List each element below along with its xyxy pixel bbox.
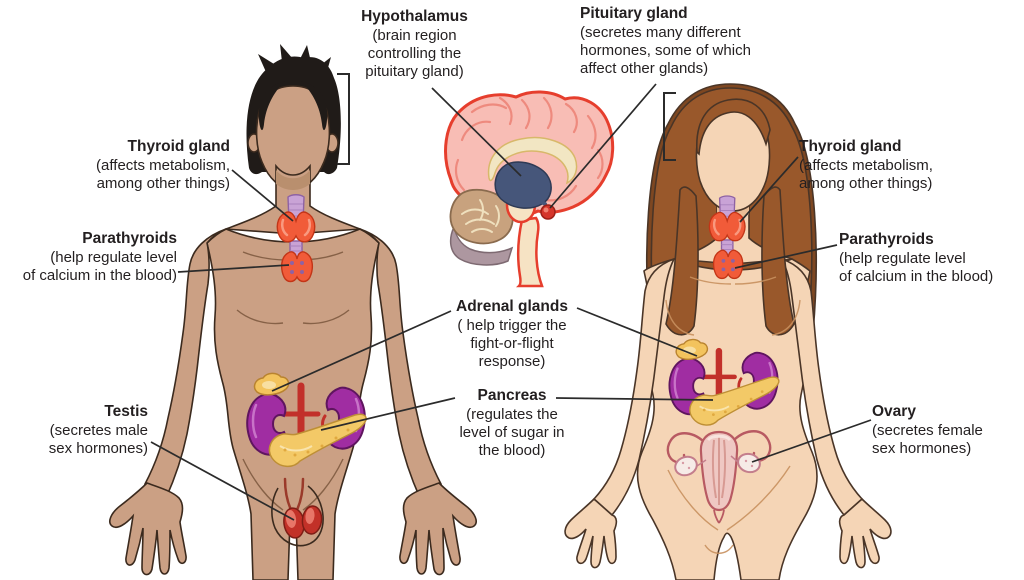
parathyroids-right-desc: (help regulate level of calcium in the b… [839,250,994,285]
testis-label: Testis (secretes male sex hormones) [26,403,148,458]
pancreas-left-line [320,397,456,431]
ovary-title: Ovary [872,403,916,420]
pituitary-gland-title: Pituitary gland [580,5,688,22]
brain-illustration [444,90,615,288]
adrenal-glands-desc: ( help trigger the fight-or-flight respo… [457,317,567,370]
parathyroids-left-label: Parathyroids (help regulate level of cal… [0,230,177,285]
testis-desc: (secretes male sex hormones) [48,422,148,457]
uterus-ovaries [666,430,772,524]
pancreas-label: Pancreas (regulates the level of sugar i… [436,387,588,460]
ovary-label: Ovary (secretes female sex hormones) [872,403,1012,458]
thyroid-left-line [231,169,294,222]
parathyroids-right-title: Parathyroids [839,231,934,248]
pituitary-line [549,83,657,209]
testis-line [150,441,295,521]
ovary-desc: (secretes female sex hormones) [872,422,983,457]
head-brackets [337,73,676,165]
female-head-bracket [663,92,676,161]
testis-title: Testis [104,403,148,420]
pituitary-gland-desc: (secretes many different hormones, some … [580,24,751,77]
parathyroids-right-line [734,244,838,269]
hypothalamus-line [431,87,522,177]
thyroid-left-desc: (affects metabolism, among other things) [96,157,230,192]
male-figure [109,44,477,580]
pancreas-desc: (regulates the level of sugar in the blo… [459,406,565,459]
thyroid-left-title: Thyroid gland [127,138,230,155]
adrenal-left-line [271,310,452,392]
hypothalamus-label: Hypothalamus (brain region controlling t… [337,8,492,81]
thyroid-left-label: Thyroid gland (affects metabolism, among… [48,138,230,193]
thyroid-right-desc: (affects metabolism, among other things) [799,157,933,192]
female-figure [564,83,892,580]
parathyroids-right-label: Parathyroids (help regulate level of cal… [839,231,1024,286]
adrenal-glands-title: Adrenal glands [456,298,568,315]
pituitary-gland-dot [540,204,556,220]
parathyroids-left-line [177,264,290,273]
thyroid-right-line [739,156,799,223]
thyroid-right-title: Thyroid gland [799,138,902,155]
pituitary-gland-label: Pituitary gland (secretes many different… [580,5,775,78]
adrenal-glands-label: Adrenal glands ( help trigger the fight-… [436,298,588,371]
ovary-line [751,419,872,463]
thyroid-right-label: Thyroid gland (affects metabolism, among… [799,138,989,193]
male-head-bracket [337,73,350,165]
parathyroids-left-title: Parathyroids [82,230,177,247]
hypothalamus-desc: (brain region controlling the pituitary … [365,27,464,80]
adrenal-right-line [576,307,698,357]
pancreas-right-line [555,397,714,401]
leader-lines [150,83,872,521]
hypothalamus-title: Hypothalamus [361,8,468,25]
parathyroids-left-desc: (help regulate level of calcium in the b… [22,249,177,284]
pancreas-title: Pancreas [477,387,547,404]
